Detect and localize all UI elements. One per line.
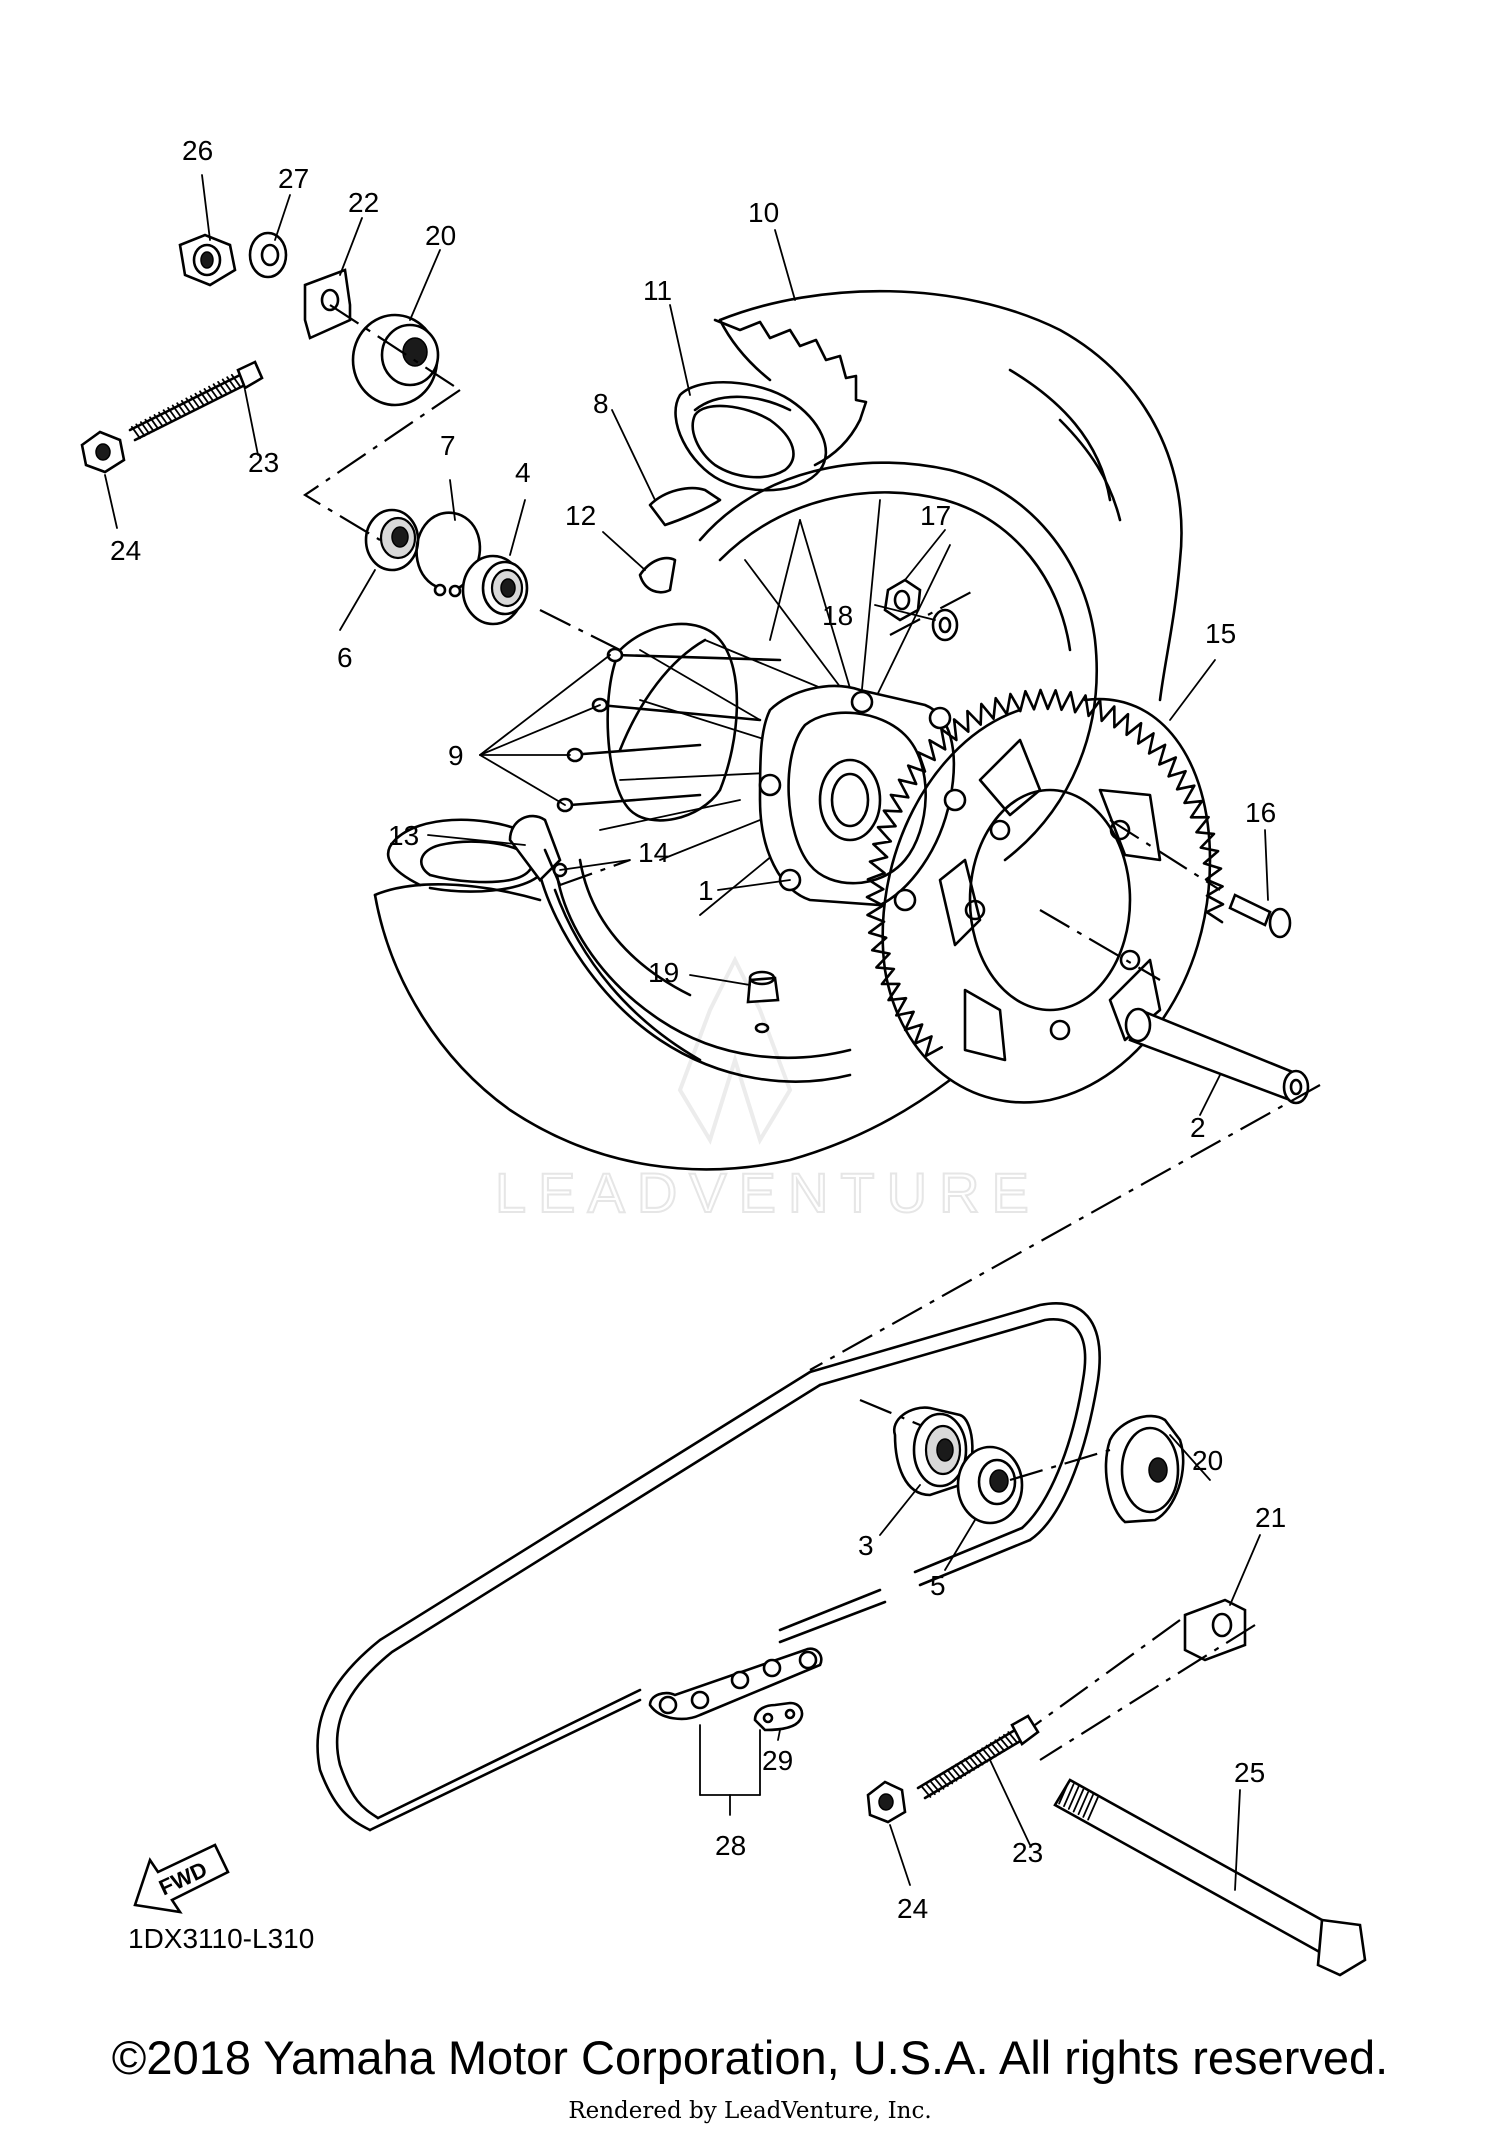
callout-23-upper: 23 [248, 447, 279, 478]
diagram-code: 1DX3110-L310 [128, 1923, 314, 1954]
assembly-lines [302, 304, 1321, 1761]
callout-4: 4 [515, 457, 531, 488]
callout-3: 3 [858, 1530, 874, 1561]
bolt-23-upper [128, 360, 264, 442]
nut-26 [178, 233, 237, 287]
callout-9: 9 [448, 740, 464, 771]
drive-chain [316, 1302, 1101, 1832]
copyright-notice: ©2018 Yamaha Motor Corporation, U.S.A. A… [111, 2031, 1389, 2084]
rim-band-and-valve [638, 486, 722, 594]
callout-12: 12 [565, 500, 596, 531]
bearing-4 [461, 554, 529, 626]
callout-26: 26 [182, 135, 213, 166]
callout-10: 10 [748, 197, 779, 228]
bearing-6 [364, 508, 420, 572]
rim [553, 461, 1098, 1060]
nut-24-upper [80, 430, 126, 474]
bolt-23-lower [916, 1714, 1040, 1800]
collar [1124, 1007, 1310, 1105]
callout-20-lower: 20 [1192, 1445, 1223, 1476]
callout-22: 22 [348, 187, 379, 218]
leader-lines [104, 174, 1269, 1891]
axle-25 [1053, 1778, 1367, 1977]
callout-8: 8 [593, 388, 609, 419]
collar-20-lower [1104, 1414, 1185, 1524]
watermark: LEADVENTURE [494, 955, 1041, 1225]
callout-5: 5 [930, 1570, 946, 1601]
callout-6: 6 [337, 642, 353, 673]
callout-20-upper: 20 [425, 220, 456, 251]
callout-15: 15 [1205, 618, 1236, 649]
balancer-weight [746, 970, 780, 1034]
nut-24-lower [866, 1780, 907, 1824]
collar-20-upper [351, 313, 440, 407]
hub [606, 622, 967, 912]
callout-1: 1 [698, 875, 714, 906]
callout-2: 2 [1190, 1112, 1206, 1143]
chain-joint [648, 1647, 823, 1732]
callout-24-upper: 24 [110, 535, 141, 566]
callout-11: 11 [643, 275, 672, 306]
callout-29: 29 [762, 1745, 793, 1776]
plate-21 [1183, 1598, 1247, 1662]
oil-seal-5 [956, 1445, 1024, 1525]
callout-23-lower: 23 [1012, 1837, 1043, 1868]
callout-16: 16 [1245, 797, 1276, 828]
rim-lock [508, 814, 568, 887]
callout-18: 18 [822, 600, 853, 631]
bearing-3 [892, 1406, 974, 1497]
callout-13: 13 [388, 820, 419, 851]
watermark-text: LEADVENTURE [495, 1161, 1041, 1224]
fwd-arrow: FWD [133, 1843, 230, 1914]
loose-spokes [556, 647, 782, 813]
callout-19: 19 [648, 957, 679, 988]
tire [373, 289, 1183, 1171]
flange-bolt [1228, 893, 1292, 939]
callout-28: 28 [715, 1830, 746, 1861]
sprocket [865, 688, 1225, 1104]
rendered-by-notice: Rendered by LeadVenture, Inc. [568, 2098, 932, 2124]
plate-22 [303, 268, 352, 340]
callout-24-lower: 24 [897, 1893, 928, 1924]
callout-labels: 26 27 22 20 23 24 7 4 6 10 11 8 12 17 18… [110, 135, 1286, 1924]
callout-14: 14 [638, 837, 669, 868]
callout-25: 25 [1234, 1757, 1265, 1788]
callout-17: 17 [920, 500, 951, 531]
callout-7: 7 [440, 430, 456, 461]
callout-21: 21 [1255, 1502, 1286, 1533]
callout-27: 27 [278, 163, 309, 194]
washer-27 [248, 231, 288, 279]
